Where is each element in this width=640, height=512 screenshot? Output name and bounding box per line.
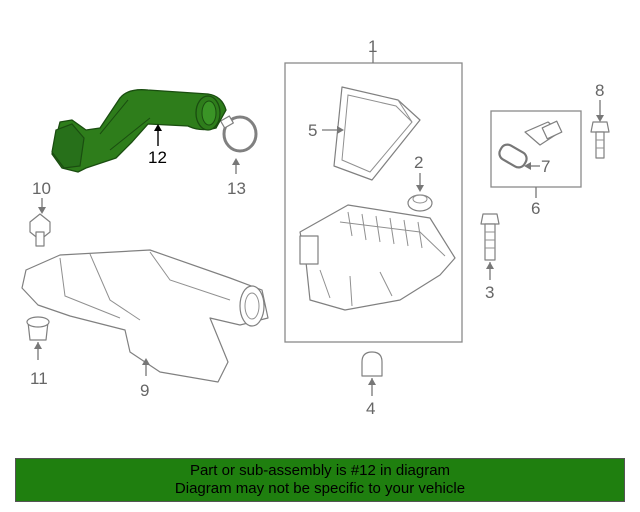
callout-8[interactable]: 8: [595, 81, 604, 100]
info-banner: Part or sub-assembly is #12 in diagram D…: [15, 458, 625, 502]
callout-7[interactable]: 7: [541, 157, 550, 176]
banner-line-2: Diagram may not be specific to your vehi…: [174, 480, 466, 497]
grommet-part[interactable]: [407, 194, 433, 212]
callout-10[interactable]: 10: [32, 179, 51, 198]
air-filter-element[interactable]: [333, 86, 421, 181]
hose-clamp[interactable]: [220, 115, 258, 153]
sensor-part[interactable]: [524, 120, 563, 146]
callout-9[interactable]: 9: [140, 381, 149, 400]
grommet-11-part[interactable]: [26, 316, 50, 341]
callout-11[interactable]: 11: [30, 369, 48, 388]
callout-5[interactable]: 5: [308, 121, 317, 140]
callout-12[interactable]: 12: [148, 148, 167, 167]
air-cleaner-case[interactable]: [299, 204, 456, 311]
screw-8-part[interactable]: [590, 121, 610, 159]
mount-4-part[interactable]: [361, 351, 383, 377]
callout-6[interactable]: 6: [531, 199, 540, 218]
callout-4[interactable]: 4: [366, 399, 375, 418]
callout-1[interactable]: 1: [368, 37, 377, 56]
assembly-6-frame: [490, 110, 582, 188]
callout-2[interactable]: 2: [414, 153, 423, 172]
banner-line-1: Part or sub-assembly is #12 in diagram: [189, 462, 451, 479]
sensor-gasket[interactable]: [497, 142, 529, 170]
bolt-3-part[interactable]: [480, 213, 500, 261]
air-intake-hose-highlight[interactable]: [51, 89, 227, 173]
intake-duct[interactable]: [21, 249, 269, 383]
callout-13[interactable]: 13: [227, 179, 246, 198]
clip-10-part[interactable]: [29, 213, 51, 247]
callout-3[interactable]: 3: [485, 283, 494, 302]
